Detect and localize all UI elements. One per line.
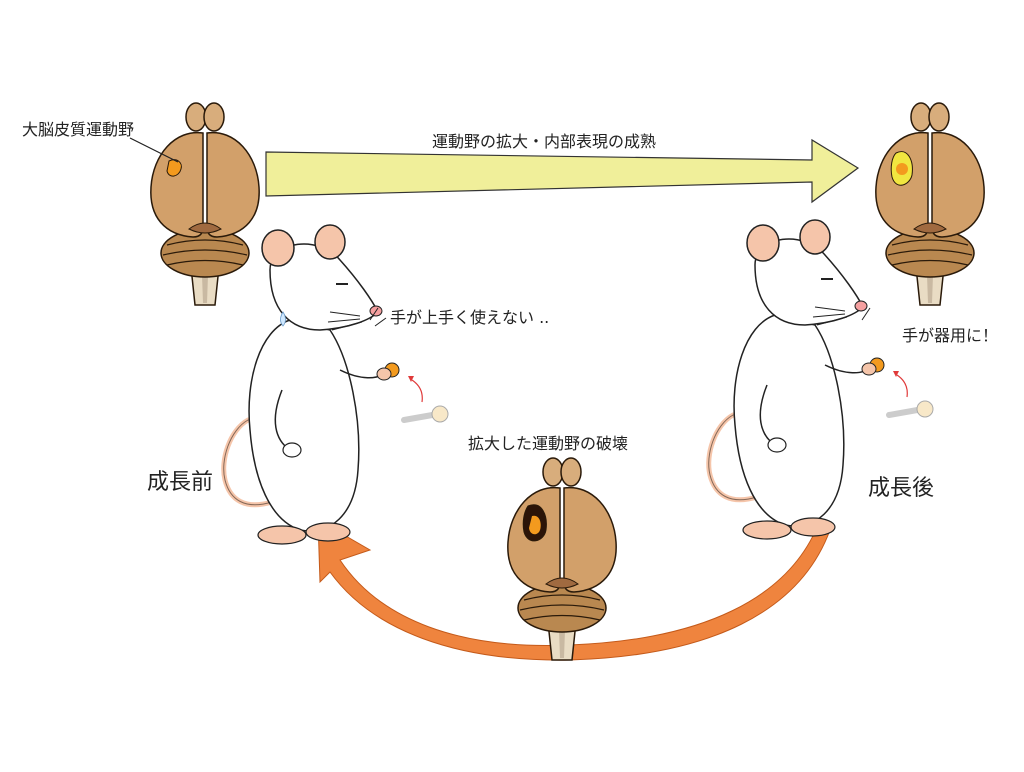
brain-after	[875, 102, 985, 306]
label-dexterous-hand: 手が器用に！	[902, 326, 999, 345]
label-before-growth: 成長前	[147, 470, 214, 495]
label-development: 運動野の拡大・内部表現の成熟	[432, 132, 657, 151]
pointer-line	[129, 137, 179, 163]
label-lesion: 拡大した運動野の破壊	[468, 434, 629, 453]
label-after-growth: 成長後	[868, 476, 935, 501]
motor-area-small	[166, 159, 182, 177]
brain-before	[150, 102, 260, 306]
brain-lesioned	[507, 457, 617, 661]
development-arrow	[265, 138, 860, 204]
label-motor-cortex: 大脳皮質運動野	[22, 120, 135, 139]
lesion-arrow	[317, 519, 831, 661]
rat-before	[224, 225, 448, 544]
label-clumsy-hand: 手が上手く使えない ..	[390, 308, 550, 327]
